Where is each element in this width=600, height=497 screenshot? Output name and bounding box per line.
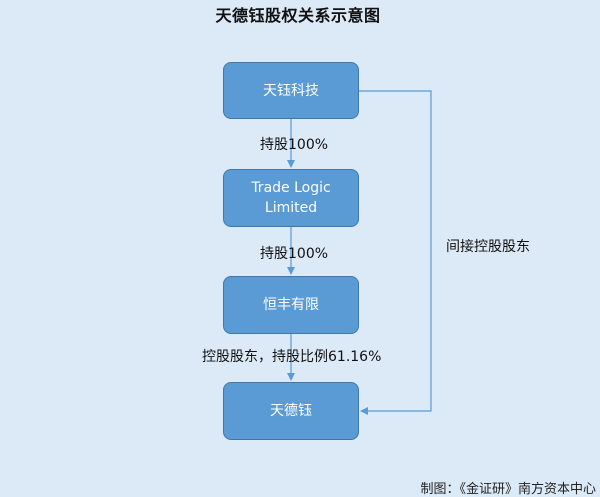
node-trade-logic-label-line1: Trade Logic	[251, 180, 331, 196]
node-tiandeyu: 天德钰	[223, 382, 359, 440]
edge-label-tianyu-to-tradelogic: 持股100%	[260, 137, 329, 153]
node-tiandeyu-label: 天德钰	[270, 403, 312, 419]
node-trade-logic-label-line2: Limited	[264, 200, 318, 216]
edge-label-indirect-controller: 间接控股股东	[446, 239, 530, 255]
source-credit: 制图：《金证研》南方资本中心	[420, 482, 596, 497]
node-tianyu-label: 天钰科技	[263, 82, 319, 99]
node-hengfeng-label: 恒丰有限	[263, 297, 319, 313]
edge-label-tradelogic-to-hengfeng: 持股100%	[260, 246, 329, 262]
page-title: 天德钰股权关系示意图	[215, 6, 381, 25]
connector-tianyu-to-tiandeyu	[359, 90, 432, 415]
node-hengfeng: 恒丰有限	[223, 276, 359, 334]
node-tianyu: 天钰科技	[223, 62, 359, 119]
edge-label-hengfeng-to-tiandeyu: 控股股东，持股比例61.16%	[202, 349, 382, 365]
node-trade-logic: Trade Logic Limited	[223, 169, 359, 227]
